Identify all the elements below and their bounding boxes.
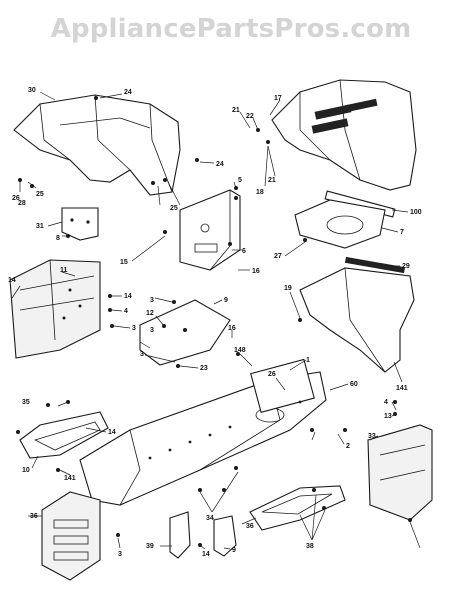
left-side-panel [9,259,101,359]
callout: 17 [274,95,282,102]
callout: 7 [400,229,404,236]
callout: 100 [410,209,422,216]
callout: 25 [170,205,178,212]
callout: 14 [202,551,210,558]
front-grille [299,256,415,373]
callout: 5 [238,177,242,184]
callout: 16 [252,268,260,275]
callout: 3 [140,351,144,358]
left-footrest [19,411,109,459]
callout: 16 [228,325,236,332]
callout: 35 [22,399,30,406]
callout: 30 [28,87,36,94]
callout-labels: 30 24 17 21 22 25 26 24 21 18 5 28 25 10… [8,87,422,558]
callout: 141 [64,475,76,482]
front-plate [41,491,101,581]
callout: 19 [284,285,292,292]
callout: 29 [402,263,410,270]
hood [271,79,417,191]
callout: 24 [124,89,132,96]
callout: 10 [22,467,30,474]
callout: 2 [346,443,350,450]
callout: 4 [124,308,128,315]
bracket-31 [61,207,99,241]
callout: 39 [146,543,154,550]
callout: 9 [232,547,236,554]
callout: 13 [384,413,392,420]
callout: 3 [150,327,154,334]
bracket-38 [169,511,191,559]
callout: 14 [124,293,132,300]
callout: 18 [256,189,264,196]
callout: 27 [274,253,282,260]
callout: 21 [268,177,276,184]
fasteners [16,96,412,547]
callout: 26 [268,371,276,378]
callout: 25 [36,191,44,198]
frame-holes [148,400,302,460]
callout: 38 [306,543,314,550]
right-side-panel [367,424,433,521]
hood-pan [294,199,386,249]
callout: 23 [200,365,208,372]
callout: 21 [232,107,240,114]
callout: 26 [12,195,20,202]
watermark-logo: AppliancePartsPros.com [50,14,412,44]
callout: 31 [36,223,44,230]
bracket-39 [213,515,237,557]
callout: 8 [56,235,60,242]
callout: 15 [120,259,128,266]
callout: 4 [384,399,388,406]
right-footrest [249,485,346,531]
callout: 11 [60,267,68,274]
rear-fender [13,94,181,196]
callout: 22 [246,113,254,120]
callout: 60 [350,381,358,388]
leader-lines [11,91,421,550]
callout: 28 [18,200,26,207]
callout: 14 [8,277,16,284]
callout: 33 [368,433,376,440]
callout: 34 [206,515,214,522]
dash-panel [179,189,241,271]
callout: 14 [108,429,116,436]
callout: 12 [146,310,154,317]
center-plate [139,299,231,366]
main-frame [79,358,327,506]
callout: 6 [242,248,246,255]
callout: 3 [132,325,136,332]
callout: 141 [396,385,408,392]
callout: 3 [150,297,154,304]
callout: 3 [118,551,122,558]
callout: 1 [306,357,310,364]
callout: 24 [216,161,224,168]
callout: 9 [224,297,228,304]
callout: 36 [246,523,254,530]
callout: 148 [234,347,246,354]
callout: 36 [30,513,38,520]
